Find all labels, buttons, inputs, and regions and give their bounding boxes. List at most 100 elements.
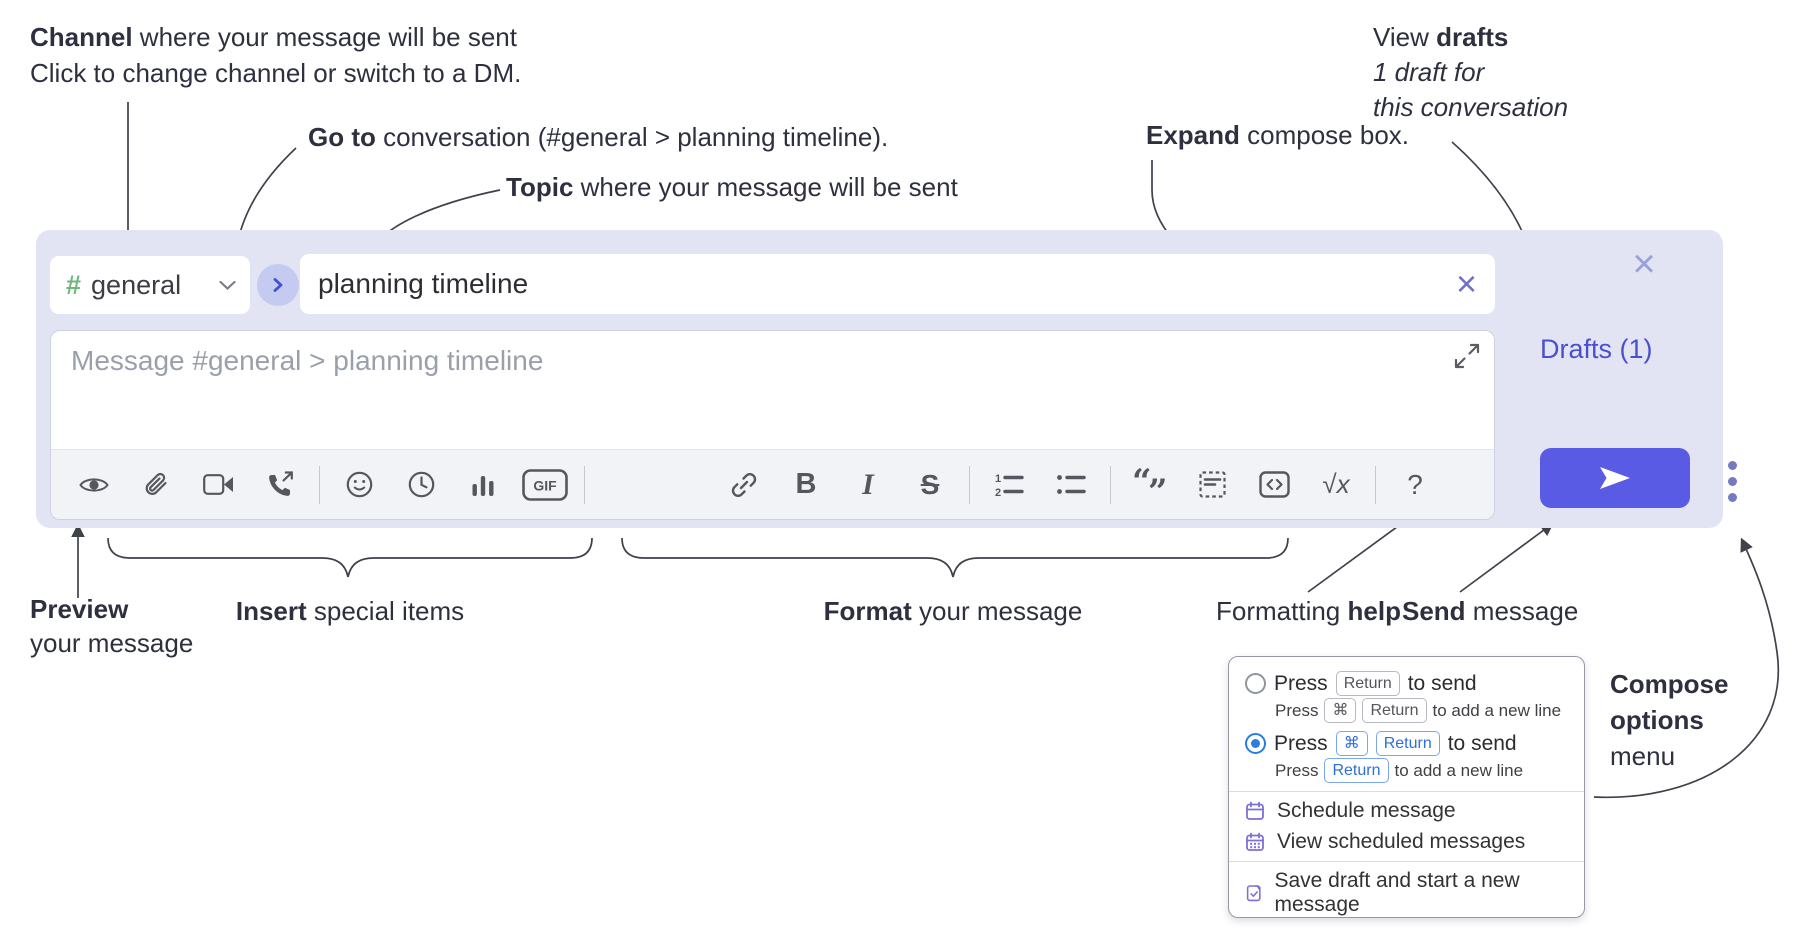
channel-name: general <box>91 269 182 300</box>
go-to-conversation-button[interactable] <box>257 264 299 306</box>
link-button[interactable] <box>713 462 775 508</box>
chevron-down-icon <box>219 280 236 290</box>
gif-button[interactable]: GIF <box>514 462 576 508</box>
bar-chart-icon <box>472 475 494 496</box>
popup-divider <box>1229 861 1584 862</box>
option-cmd-return-subtext: Press Return to add a new line <box>1275 758 1568 783</box>
clock-icon <box>408 471 434 498</box>
topic-input[interactable]: planning timeline × <box>300 254 1495 314</box>
ellipsis-dot <box>1727 476 1737 486</box>
option-return-to-send[interactable]: Press Return to send <box>1245 671 1568 696</box>
video-camera-icon <box>202 474 233 495</box>
channel-hash-icon: # <box>66 269 82 300</box>
send-icon <box>1600 467 1630 489</box>
annotation-formatting-help: Formatting help <box>1216 596 1401 626</box>
emoji-button[interactable] <box>328 462 390 508</box>
spoiler-button[interactable] <box>1181 462 1243 508</box>
annotation-compose-options: Compose options menu <box>1610 669 1729 771</box>
annotation-channel: Channel where your message will be sent <box>30 22 517 52</box>
svg-text:GIF: GIF <box>533 477 557 493</box>
annotation-view-drafts: View drafts 1 draft for this conversatio… <box>1373 22 1569 122</box>
eye-icon <box>79 477 109 492</box>
code-icon <box>1258 471 1290 498</box>
toolbar-divider <box>319 465 320 504</box>
toolbar-divider <box>1110 465 1111 504</box>
ellipsis-dot <box>1727 492 1737 502</box>
popup-divider <box>1229 791 1584 792</box>
menu-item-schedule-message[interactable]: Schedule message <box>1245 799 1568 823</box>
menu-item-save-draft[interactable]: Save draft and start a new message <box>1245 869 1568 917</box>
kbd-cmd: ⌘ <box>1324 698 1357 723</box>
kbd-return: Return <box>1362 698 1427 723</box>
kbd-cmd: ⌘ <box>1335 731 1368 756</box>
compose-options-button[interactable] <box>1712 452 1752 510</box>
preview-button[interactable] <box>63 462 125 508</box>
clear-topic-button[interactable]: × <box>1455 263 1477 304</box>
video-call-button[interactable] <box>187 462 249 508</box>
numbered-list-icon: 12 <box>995 473 1024 497</box>
calendar-grid-icon <box>1246 832 1264 851</box>
code-button[interactable] <box>1243 462 1305 508</box>
ellipsis-dot <box>1727 460 1737 470</box>
gif-icon: GIF <box>522 468 568 501</box>
drafts-link[interactable]: Drafts (1) <box>1540 334 1653 364</box>
brace-insert <box>107 537 593 578</box>
option-cmd-return-to-send[interactable]: Press ⌘ Return to send <box>1245 731 1568 756</box>
radio-unselected-icon[interactable] <box>1245 673 1266 694</box>
strikethrough-button[interactable]: S <box>920 468 940 500</box>
compose-box: # general planning timeline × × Message … <box>36 230 1737 528</box>
math-button[interactable]: √x <box>1322 469 1350 499</box>
attach-file-button[interactable] <box>125 462 187 508</box>
kbd-return: Return <box>1335 671 1400 696</box>
annotation-topic: Topic where your message will be sent <box>506 172 958 202</box>
time-button[interactable] <box>390 462 452 508</box>
clipboard-check-icon <box>1246 885 1261 902</box>
annotation-preview: Preview your message <box>30 594 194 658</box>
annotation-insert: Insert special items <box>235 596 465 626</box>
bulleted-list-icon <box>1057 475 1086 494</box>
formatting-help-button[interactable]: ? <box>1407 468 1423 500</box>
radio-selected-icon[interactable] <box>1245 733 1266 754</box>
annotation-channel-sub: Click to change channel or switch to a D… <box>30 58 522 88</box>
expand-compose-button[interactable] <box>1454 343 1480 369</box>
kbd-return: Return <box>1324 758 1389 783</box>
voice-call-button[interactable] <box>249 462 311 508</box>
svg-text:2: 2 <box>995 487 1001 497</box>
expand-icon <box>1454 343 1480 369</box>
svg-text:1: 1 <box>995 473 1001 485</box>
paperclip-icon <box>145 472 167 495</box>
annotation-format: Format your message <box>823 596 1083 626</box>
spoiler-icon <box>1198 471 1226 498</box>
toolbar-divider <box>584 465 585 504</box>
option-return-subtext: Press ⌘ Return to add a new line <box>1275 698 1568 723</box>
calendar-icon <box>1246 801 1264 820</box>
quote-icon: “” <box>1132 461 1168 512</box>
annotation-expand: Expand compose box. <box>1146 120 1410 150</box>
menu-item-view-scheduled[interactable]: View scheduled messages <box>1245 830 1568 854</box>
poll-button[interactable] <box>452 462 514 508</box>
chevron-right-icon <box>273 278 283 292</box>
bold-button[interactable]: B <box>795 468 817 500</box>
toolbar-divider <box>969 465 970 504</box>
brace-format <box>621 537 1289 578</box>
kbd-return: Return <box>1375 731 1440 756</box>
toolbar-divider <box>1375 465 1376 504</box>
link-icon <box>731 472 757 497</box>
italic-button[interactable]: I <box>862 467 874 501</box>
arrow-send <box>1459 522 1555 593</box>
message-box: Message #general > planning timeline <box>50 330 1495 520</box>
send-button[interactable] <box>1540 448 1690 508</box>
quote-button[interactable]: “” <box>1119 461 1181 512</box>
close-compose-button[interactable]: × <box>1632 241 1656 286</box>
phone-outgoing-icon <box>269 470 293 496</box>
topic-value: planning timeline <box>318 268 529 299</box>
smiley-icon <box>346 471 372 498</box>
channel-selector[interactable]: # general <box>50 256 250 314</box>
message-placeholder[interactable]: Message #general > planning timeline <box>71 345 544 376</box>
bulleted-list-button[interactable] <box>1040 462 1102 508</box>
send-options-popup: Press Return to send Press ⌘ Return to a… <box>1228 656 1585 918</box>
annotation-goto: Go to conversation (#general > planning … <box>308 122 889 152</box>
